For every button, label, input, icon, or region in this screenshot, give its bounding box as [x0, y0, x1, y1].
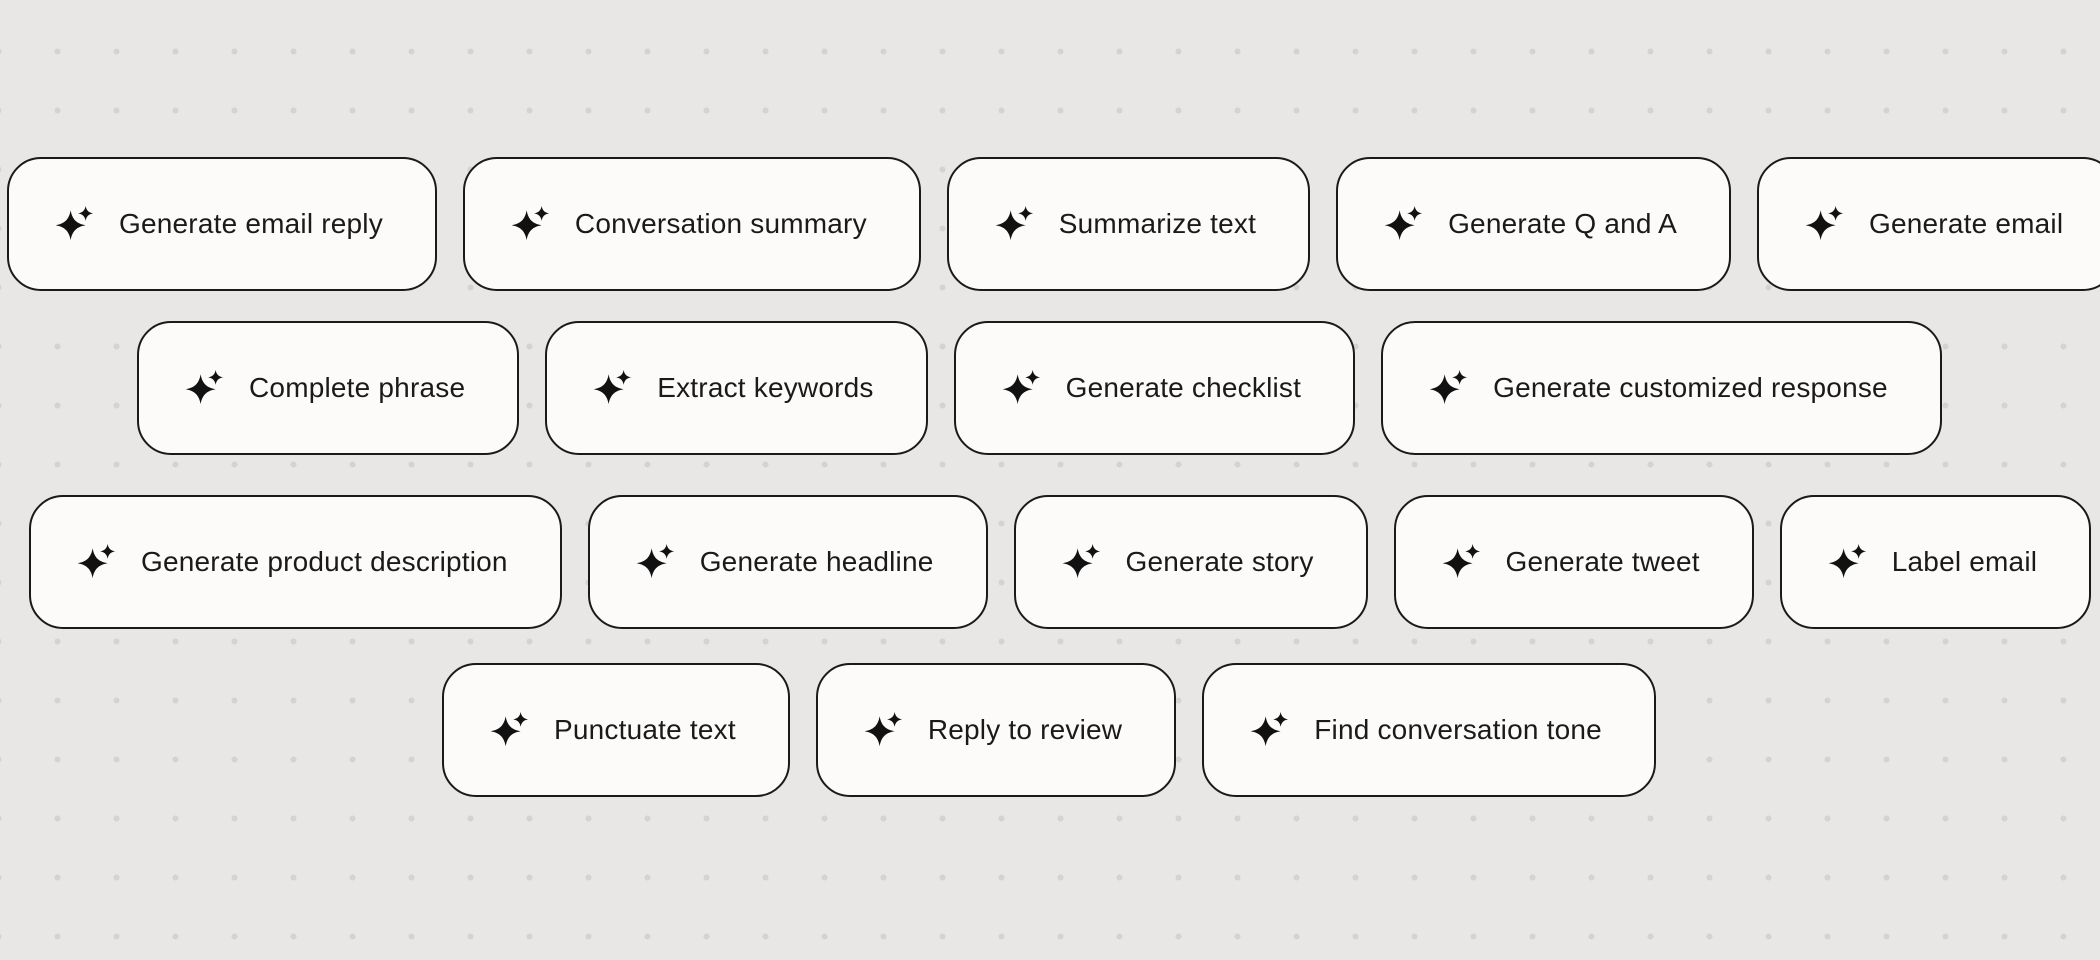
- prompt-card[interactable]: Complete phrase: [137, 321, 520, 455]
- sparkle-icon: [55, 204, 95, 244]
- sparkle-icon: [864, 710, 904, 750]
- prompt-card-label: Reply to review: [927, 714, 1123, 745]
- prompt-card-label: Generate checklist: [1065, 372, 1302, 403]
- sparkle-icon: [185, 368, 225, 408]
- sparkle-icon: [593, 368, 633, 408]
- sparkle-icon: [77, 542, 117, 582]
- sparkle-icon: [1002, 368, 1042, 408]
- sparkle-icon: [1384, 204, 1424, 244]
- prompt-card-label: Generate email: [1869, 208, 2064, 239]
- prompt-card-label: Label email: [1891, 546, 2038, 577]
- sparkle-icon: [1442, 542, 1482, 582]
- prompt-card-label: Generate product description: [141, 546, 508, 577]
- card-row: Generate product description Generate hea…: [29, 495, 2092, 629]
- prompt-card-label: Extract keywords: [657, 372, 874, 403]
- sparkle-icon: [1062, 542, 1102, 582]
- prompt-card-label: Generate customized response: [1493, 372, 1888, 403]
- prompt-card[interactable]: Generate story: [1013, 495, 1368, 629]
- prompt-card-label: Generate headline: [699, 546, 934, 577]
- prompt-card[interactable]: Generate customized response: [1381, 321, 1942, 455]
- sparkle-icon: [995, 204, 1035, 244]
- sparkle-icon: [1250, 710, 1290, 750]
- card-row: Complete phrase Extract keywords Generate …: [137, 321, 1942, 455]
- prompt-card[interactable]: Generate product description: [29, 495, 562, 629]
- sparkle-icon: [636, 542, 676, 582]
- prompt-card[interactable]: Generate headline: [587, 495, 988, 629]
- prompt-card[interactable]: Generate email reply: [7, 157, 437, 291]
- sparkle-icon: [1429, 368, 1469, 408]
- prompt-card-label: Find conversation tone: [1314, 714, 1602, 745]
- prompt-card-label: Summarize text: [1058, 208, 1257, 239]
- prompt-card-label: Complete phrase: [249, 372, 466, 403]
- prompt-card-label: Generate tweet: [1505, 546, 1700, 577]
- prompt-card[interactable]: Punctuate text: [442, 663, 790, 797]
- prompt-card[interactable]: Generate tweet: [1393, 495, 1754, 629]
- sparkle-icon: [1828, 542, 1868, 582]
- sparkle-icon: [490, 710, 530, 750]
- prompt-card-label: Generate story: [1125, 546, 1314, 577]
- sparkle-icon: [1805, 204, 1845, 244]
- prompt-card[interactable]: Summarize text: [946, 157, 1311, 291]
- prompt-card[interactable]: Generate Q and A: [1336, 157, 1731, 291]
- prompt-card[interactable]: Extract keywords: [545, 321, 928, 455]
- prompt-card-label: Conversation summary: [574, 208, 867, 239]
- prompt-card[interactable]: Reply to review: [815, 663, 1177, 797]
- card-row: Generate email reply Conversation summary…: [7, 157, 2100, 291]
- card-row: Punctuate text Reply to review Find conver…: [442, 663, 1656, 797]
- sparkle-icon: [511, 204, 551, 244]
- prompt-card-label: Punctuate text: [554, 714, 736, 745]
- prompt-card[interactable]: Find conversation tone: [1202, 663, 1656, 797]
- prompt-card[interactable]: Generate checklist: [953, 321, 1356, 455]
- prompt-card[interactable]: Generate email: [1757, 157, 2100, 291]
- prompt-card[interactable]: Conversation summary: [462, 157, 921, 291]
- prompt-card-label: Generate Q and A: [1448, 208, 1677, 239]
- prompt-card-label: Generate email reply: [119, 208, 383, 239]
- prompt-card[interactable]: Label email: [1779, 495, 2092, 629]
